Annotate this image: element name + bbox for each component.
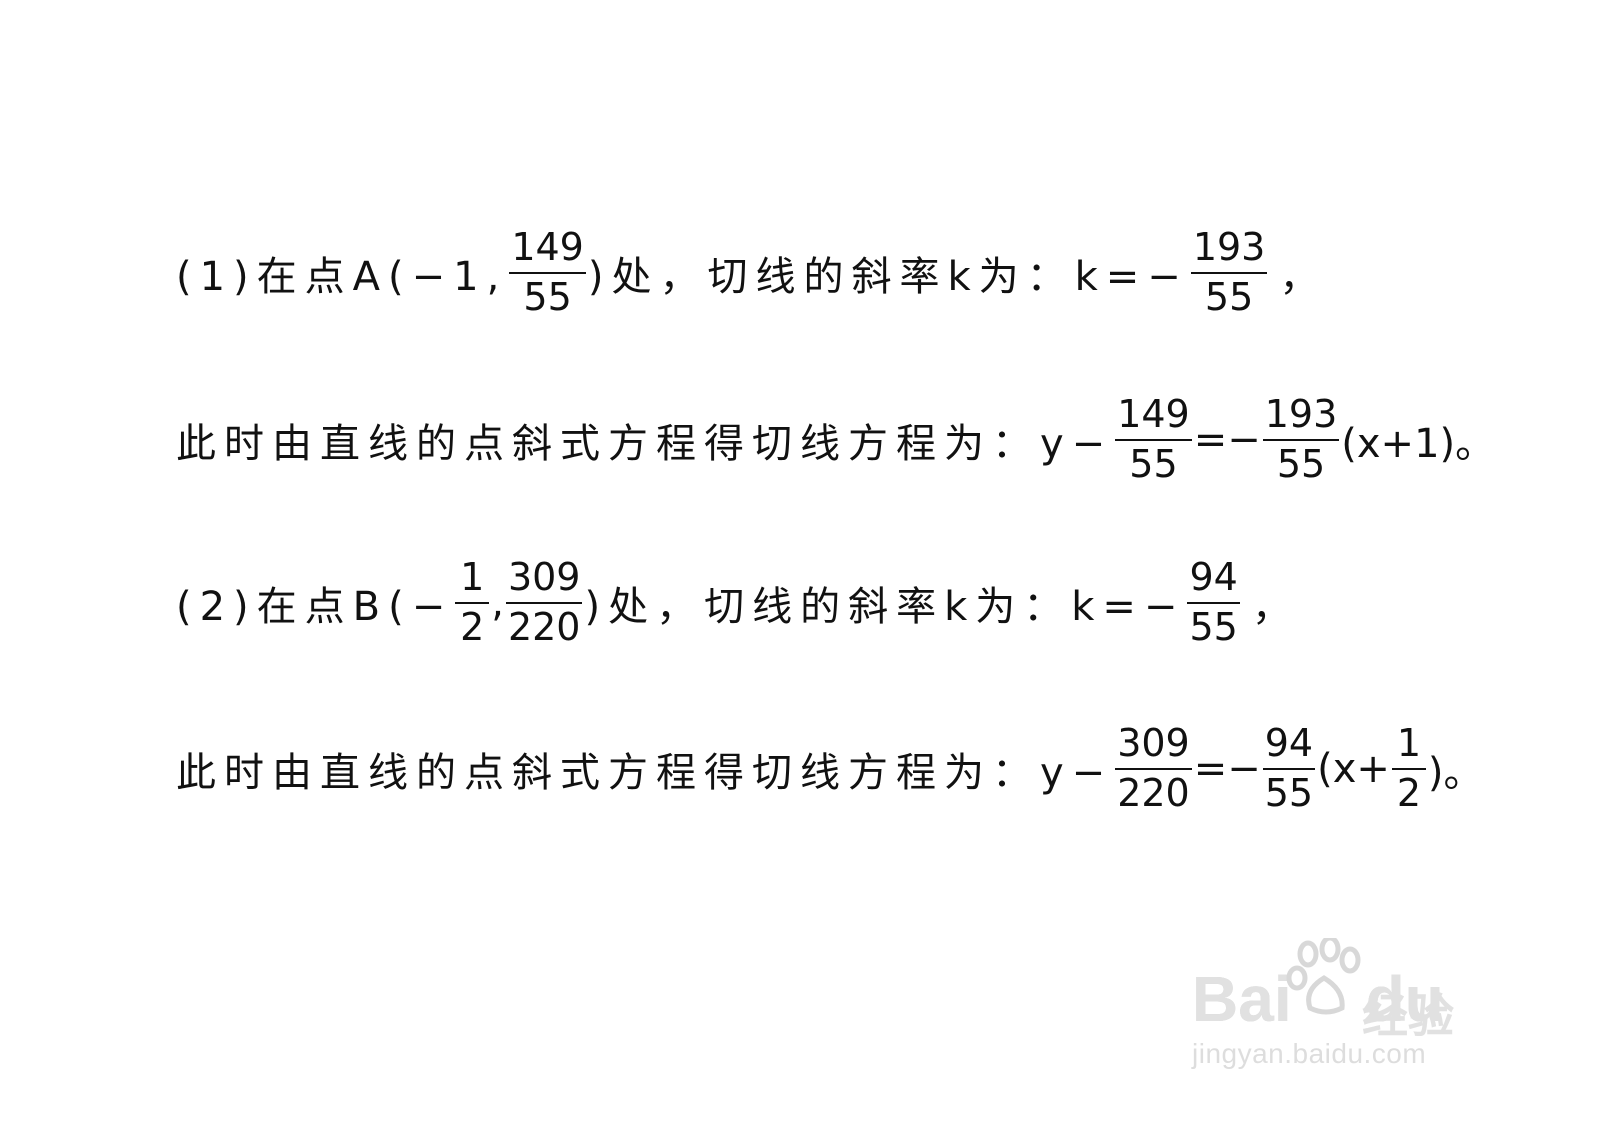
equation-line-4: 此时由直线的点斜式方程得切线方程为：y− 309 220 =− 94 55 (x… [176,714,1484,824]
line4-fraction-2: 94 55 [1262,722,1316,815]
fraction-denominator: 2 [1396,771,1421,815]
line1-slope-fraction: 193 55 [1190,226,1268,319]
fraction-denominator: 2 [460,605,485,649]
line4-mid: (x+ [1317,746,1390,792]
line2-suffix: (x+1)。 [1341,421,1496,467]
fraction-denominator: 55 [1129,442,1178,486]
line2-equals: =− [1193,417,1261,463]
watermark-url: jingyan.baidu.com [1192,1038,1427,1069]
fraction-denominator: 55 [1276,442,1326,486]
fraction-denominator: 55 [523,275,572,319]
fraction-numerator: 149 [1115,393,1192,441]
fraction-numerator: 1 [455,556,490,604]
fraction-numerator: 149 [509,226,586,274]
fraction-denominator: 55 [1204,275,1254,319]
line4-equals: =− [1193,746,1261,792]
fraction-denominator: 220 [1117,771,1190,815]
line1-point-y-fraction: 149 55 [509,226,586,319]
line3-slope-fraction: 94 55 [1187,556,1240,649]
equation-line-3: (2)在点B(− 1 2 , 309 220 )处，切线的斜率k为：k=− 94… [176,548,1292,658]
line4-fraction-3: 1 2 [1391,722,1426,815]
fraction-denominator: 55 [1189,605,1238,649]
line1-middle: )处，切线的斜率k为：k=− [587,254,1189,300]
fraction-numerator: 309 [1115,722,1192,770]
paw-icon [1286,938,1361,1015]
line2-fraction-1: 149 55 [1115,393,1192,486]
fraction-numerator: 309 [505,556,583,604]
line4-suffix: )。 [1427,750,1484,796]
line2-prefix: 此时由直线的点斜式方程得切线方程为：y− [176,421,1114,467]
fraction-numerator: 193 [1190,226,1268,274]
watermark-brand-left: Bai [1192,963,1292,1035]
line4-fraction-1: 309 220 [1115,722,1192,815]
line3-prefix: (2)在点B(− [176,584,454,630]
line3-suffix: ， [1251,584,1292,630]
line1-suffix: ， [1279,254,1320,300]
line3-comma: , [491,580,504,626]
line1-prefix: (1)在点A(−1, [176,254,508,300]
line3-middle: )处，切线的斜率k为：k=− [584,584,1186,630]
fraction-numerator: 94 [1262,722,1316,770]
baidu-jingyan-watermark: Bai du 经验 jingyan.baidu.com [1192,938,1482,1078]
fraction-denominator: 55 [1264,771,1314,815]
fraction-numerator: 193 [1262,393,1340,441]
line3-point-x-fraction: 1 2 [455,556,490,649]
fraction-denominator: 220 [507,605,581,649]
fraction-numerator: 94 [1187,556,1240,604]
watermark-brand-right: du [1365,963,1444,1035]
equation-line-2: 此时由直线的点斜式方程得切线方程为：y− 149 55 =− 193 55 (x… [176,385,1495,495]
line3-point-y-fraction: 309 220 [505,556,583,649]
watermark-brand: Bai du [1192,962,1444,1036]
watermark-brand-cn: 经验 [1362,989,1454,1043]
equation-line-1: (1)在点A(−1, 149 55 )处，切线的斜率k为：k=− 193 55 … [176,218,1319,328]
line4-prefix: 此时由直线的点斜式方程得切线方程为：y− [176,750,1114,796]
line2-fraction-2: 193 55 [1262,393,1340,486]
fraction-numerator: 1 [1391,722,1426,770]
